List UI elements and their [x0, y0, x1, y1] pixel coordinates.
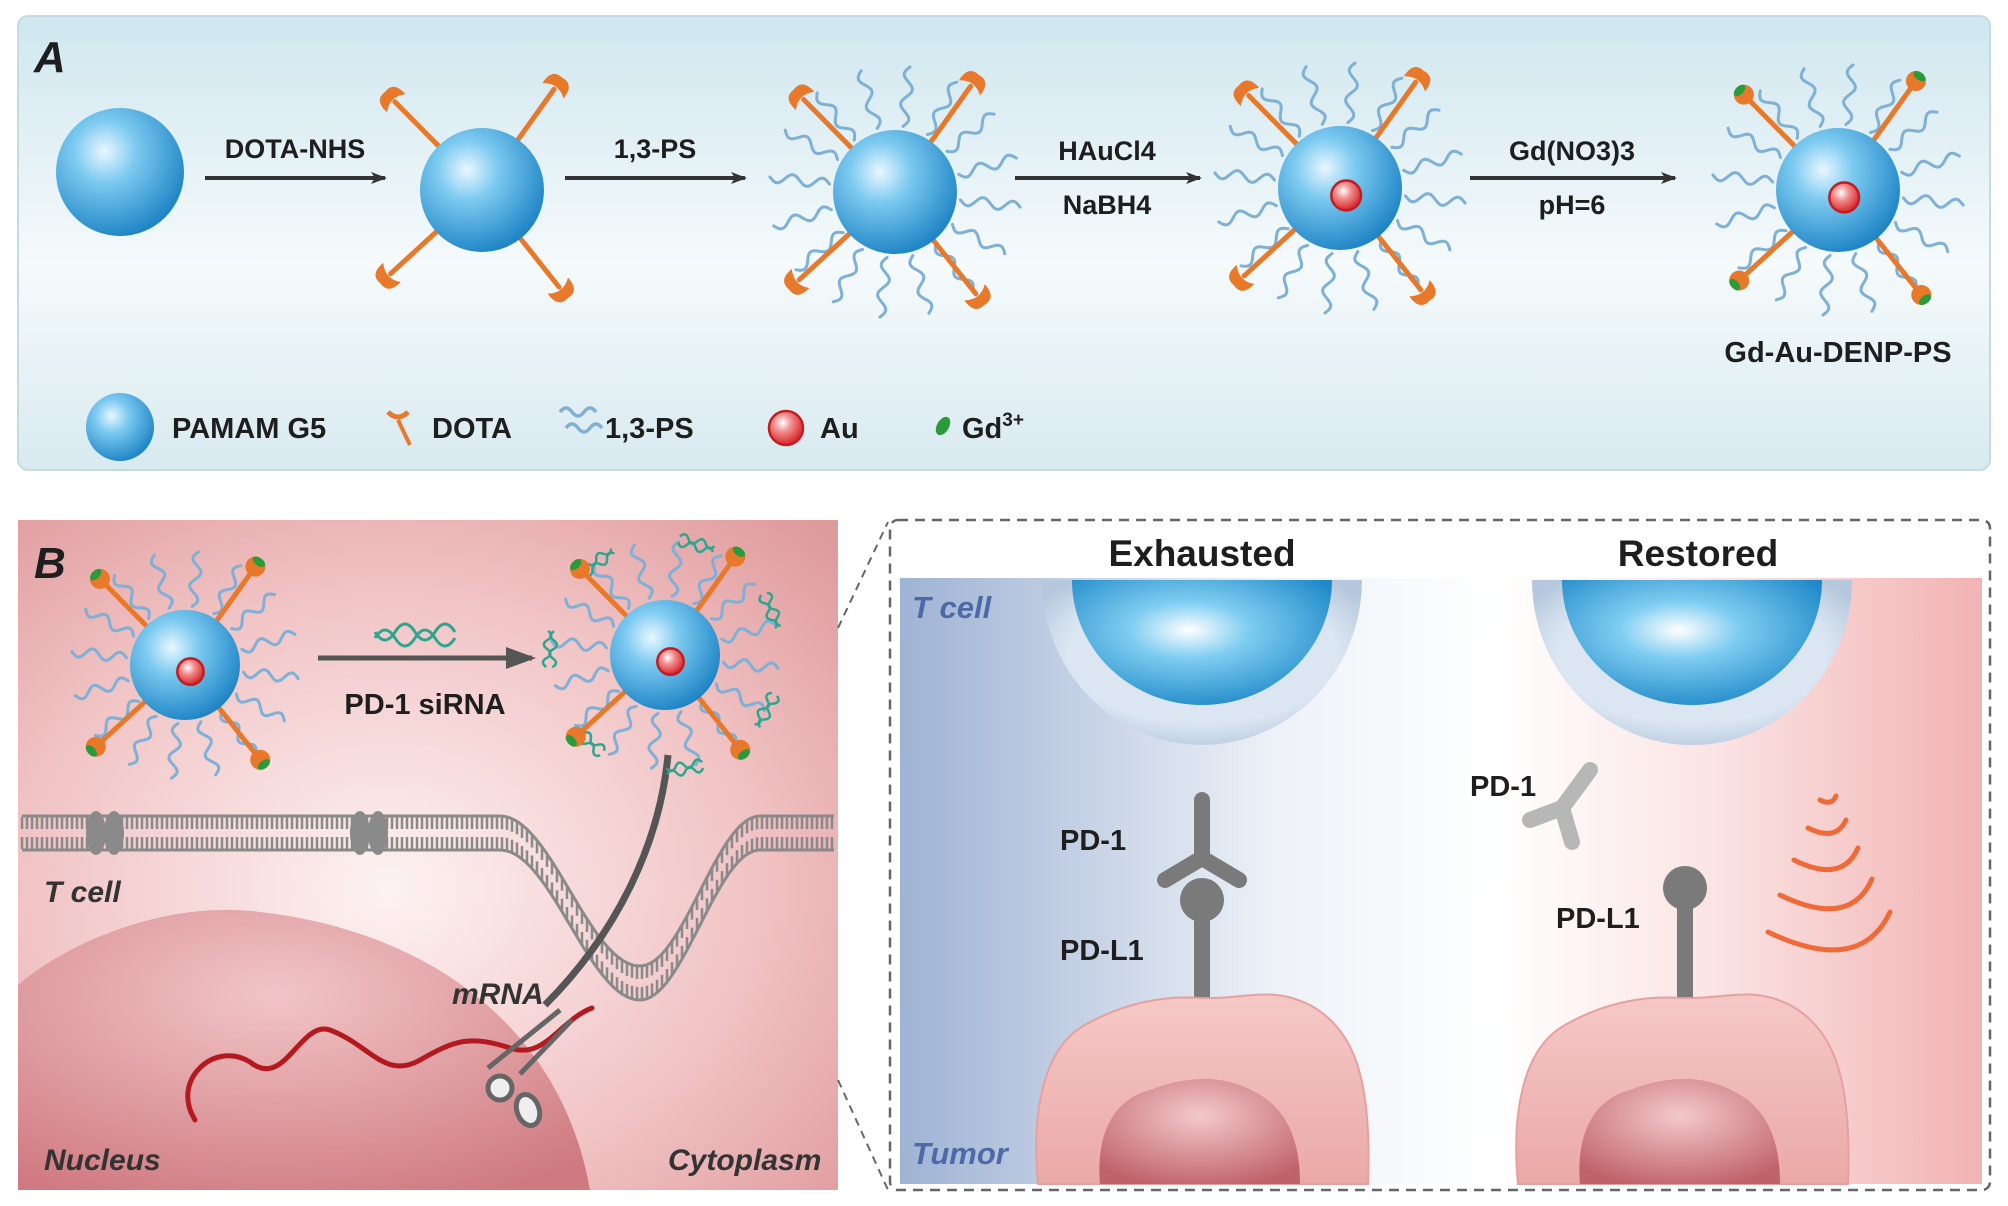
step-3-label-top: HAuCl4 — [1058, 136, 1156, 166]
restored-pd1-label: PD-1 — [1470, 771, 1536, 803]
panel-b-letter: B — [34, 539, 66, 588]
sirna-icon — [373, 622, 457, 648]
zoom-line-bottom — [837, 1079, 889, 1191]
legend: PAMAM G5 DOTA 1,3-PS Au Gd3+ — [86, 393, 1024, 461]
panel-b-cell: B PD-1 siRNA T cell mRNA — [18, 520, 838, 1190]
restored-t-cell — [1532, 580, 1852, 745]
exhausted-pdl1-label: PD-L1 — [1060, 935, 1144, 967]
sirna-arrow-label: PD-1 siRNA — [344, 689, 505, 721]
scissors-icon — [485, 1008, 574, 1128]
exhausted-tumor-cell — [1035, 993, 1370, 1185]
delivery-arrow — [542, 754, 672, 1008]
panel-a: A DOTA-NHS 1,3-PS HAuCl4 NaBH4 Gd(NO3)3 … — [17, 15, 1991, 471]
exhausted-pd1-receptor — [1157, 792, 1247, 888]
restored-pdl1-label: PD-L1 — [1556, 903, 1640, 935]
step-3-label-bottom: NaBH4 — [1063, 190, 1152, 220]
inset-tumor-label: Tumor — [912, 1136, 1010, 1171]
restored-tumor-cell — [1515, 993, 1850, 1185]
exhausted-pdl1-ligand — [1180, 878, 1224, 1000]
legend-au-icon — [767, 409, 805, 447]
t-cell-label: T cell — [44, 876, 121, 909]
dendrimer-dota-ps — [768, 65, 1022, 319]
gd-au-denp-ps-b — [70, 550, 300, 780]
dendrimer-dota — [375, 73, 574, 303]
au-denp-ps — [1213, 61, 1467, 315]
legend-gd-icon — [935, 416, 951, 436]
restored-pdl1-ligand — [1663, 866, 1707, 1003]
membrane-receptors — [86, 811, 388, 855]
step-1-label: DOTA-NHS — [225, 134, 365, 164]
step-4-label-bottom: pH=6 — [1539, 190, 1606, 220]
legend-pamam-icon — [86, 393, 154, 461]
step-4-label-top: Gd(NO3)3 — [1509, 136, 1635, 166]
panel-b-inset: Exhausted Restored T cell Tumor PD-1 PD-… — [888, 518, 1992, 1192]
restored-title: Restored — [1618, 533, 1778, 574]
zoom-line-top — [837, 521, 889, 629]
legend-au-label: Au — [820, 413, 859, 445]
dendrimer-bare — [56, 108, 184, 236]
exhausted-t-cell — [1042, 580, 1362, 745]
legend-ps-label: 1,3-PS — [605, 413, 694, 445]
nucleus-shape — [18, 909, 590, 1190]
inset-t-cell-label: T cell — [912, 590, 993, 625]
legend-dota-icon — [386, 410, 412, 446]
legend-dota-label: DOTA — [432, 413, 512, 445]
product-label: Gd-Au-DENP-PS — [1724, 337, 1951, 369]
gd-au-denp-ps-sirna-complex — [541, 533, 782, 777]
exhausted-pd1-label: PD-1 — [1060, 825, 1126, 857]
cytotoxic-waves-icon — [1765, 793, 1893, 953]
nucleus-label: Nucleus — [44, 1144, 161, 1177]
cytoplasm-label: Cytoplasm — [668, 1144, 821, 1177]
panel-a-letter: A — [33, 33, 66, 82]
exhausted-title: Exhausted — [1108, 533, 1295, 574]
mrna-label: mRNA — [452, 978, 544, 1011]
step-2-label: 1,3-PS — [614, 134, 697, 164]
legend-ps-icon — [558, 406, 598, 418]
legend-gd-label: Gd3+ — [962, 410, 1024, 445]
legend-pamam-label: PAMAM G5 — [172, 413, 326, 445]
gd-au-denp-ps — [1711, 63, 1965, 317]
restored-pd1-receptor — [1522, 762, 1598, 850]
